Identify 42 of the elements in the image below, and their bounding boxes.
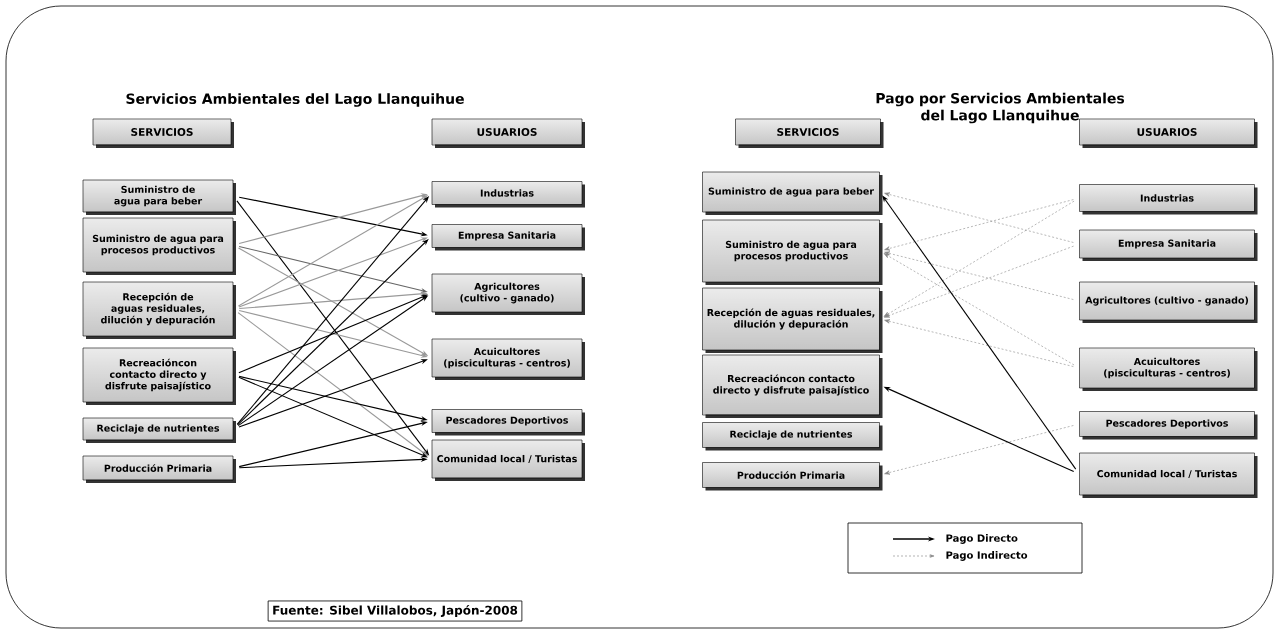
label-box: Empresa Sanitaria	[1079, 229, 1258, 261]
arrow	[883, 253, 1075, 366]
label-box: Reciclaje de nutrientes	[702, 422, 883, 451]
label-box: Empresa Sanitaria	[431, 224, 585, 251]
arrow	[238, 376, 428, 458]
label-box: Comunidad local / Turistas	[431, 439, 585, 481]
header-box: USUARIOS	[431, 118, 585, 148]
label-box: Industrias	[1079, 184, 1258, 215]
panel-heading: Servicios Ambientales del Lago Llanquihue	[126, 93, 464, 107]
label-box: Suministro de agua para procesos productivos	[82, 217, 236, 275]
header-box: SERVICIOS	[735, 118, 884, 148]
label-box: Pescadores Deportivos	[431, 409, 585, 436]
label-box: Reciclaje de nutrientes	[82, 417, 236, 443]
legend-label: Pago Directo	[946, 534, 1018, 544]
arrow	[883, 200, 1075, 317]
source-note: Fuente: Sibel Villalobos, Japón-2008	[267, 600, 523, 622]
header-box: SERVICIOS	[92, 118, 234, 148]
label-box: Pescadores Deportivos	[1079, 411, 1258, 440]
label-box: Recreacióncon contacto directo y disfrute paisajístico	[82, 347, 236, 405]
label-box: Industrias	[431, 181, 585, 208]
legend-label: Pago Indirecto	[946, 551, 1028, 561]
arrow	[884, 245, 1074, 318]
arrow	[884, 251, 1074, 300]
label-box: Comunidad local / Turistas	[1079, 452, 1258, 498]
label-box: Recreacióncon contacto directo y disfrute paisajístico	[702, 354, 883, 418]
label-box: Suministro de agua para beber	[702, 171, 883, 215]
arrow	[884, 199, 1074, 251]
label-box: Producción Primaria	[82, 455, 236, 483]
label-box: Recepción de aguas residuales, dilución y depuración	[702, 287, 883, 353]
label-box: Acuicultores (pisciculturas - centros)	[1079, 347, 1258, 391]
label-box: Recepción de aguas residuales, dilución y depuración	[82, 281, 236, 339]
arrow	[884, 192, 1074, 243]
label-box: Agricultores (cultivo - ganado)	[1079, 281, 1258, 323]
header-box: USUARIOS	[1079, 118, 1258, 148]
label-box: Agricultores (cultivo - ganado)	[431, 273, 585, 315]
label-box: Suministro de agua para procesos productivos	[702, 219, 883, 285]
arrow	[884, 319, 1074, 367]
label-box: Suministro de agua para beber	[82, 179, 236, 215]
arrow	[238, 294, 428, 374]
label-box: Producción Primaria	[702, 462, 883, 491]
arrow	[884, 425, 1074, 475]
label-box: Acuicultores (pisciculturas - centros)	[431, 338, 585, 380]
